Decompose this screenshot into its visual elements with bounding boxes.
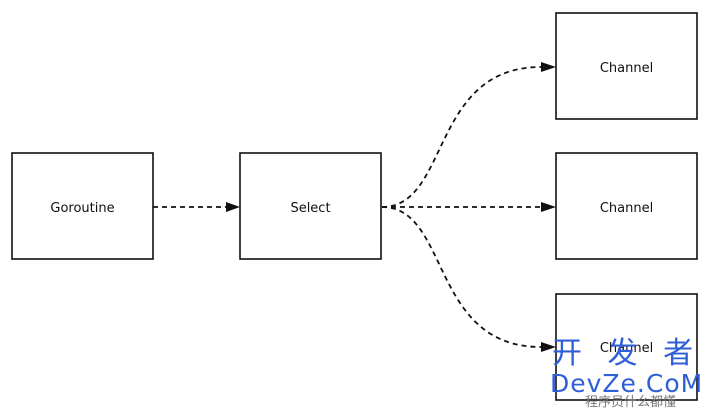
- node-goroutine: Goroutine: [11, 152, 154, 260]
- node-select-label: Select: [290, 201, 330, 216]
- edge-select-to-channel-3: [381, 206, 542, 348]
- arrowhead-select-to-channel-2: [541, 202, 556, 212]
- watermark: 开 发 者 DevZe.CoM 程序员什么都懂: [550, 336, 703, 408]
- edge-select-to-channel-1: [381, 66, 542, 208]
- node-channel-3-label: Channel: [600, 341, 653, 356]
- node-channel-2-label: Channel: [600, 201, 653, 216]
- arrowhead-select-to-channel-3: [541, 342, 556, 352]
- node-channel-1-label: Channel: [600, 61, 653, 76]
- watermark-line-3: 程序员什么都懂: [585, 395, 676, 408]
- arrowhead-select-to-channel-1: [541, 62, 556, 72]
- node-select: Select: [239, 152, 382, 260]
- watermark-line-2: DevZe.CoM: [550, 369, 703, 398]
- node-goroutine-label: Goroutine: [50, 201, 114, 216]
- node-channel-1: Channel: [555, 12, 698, 120]
- watermark-line-1: 开 发 者: [552, 336, 701, 371]
- node-channel-3: Channel: [555, 293, 698, 401]
- edges: [153, 62, 556, 352]
- node-channel-2: Channel: [555, 152, 698, 260]
- arrowhead-goroutine-to-select: [226, 202, 240, 212]
